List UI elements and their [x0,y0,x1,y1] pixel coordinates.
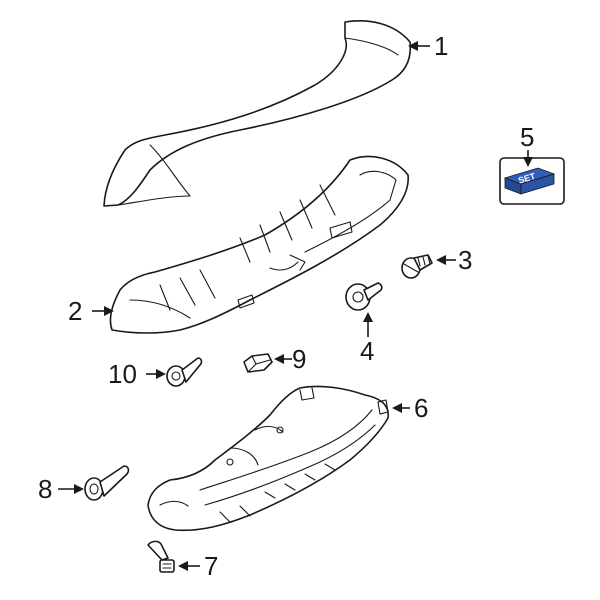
callout-1: 1 [408,31,448,61]
callout-7: 7 [178,551,218,581]
callout-2: 2 [68,296,114,326]
callout-9-number: 9 [292,344,306,374]
part-6-lamp-housing[interactable] [147,385,390,532]
callout-8-number: 8 [38,474,52,504]
callout-4-number: 4 [360,336,374,366]
callout-2-number: 2 [68,296,82,326]
callout-6-number: 6 [414,393,428,423]
callout-8: 8 [38,474,84,504]
part-1-spoiler-cover[interactable] [103,20,412,207]
part-10-bolt[interactable] [166,357,203,387]
callout-1-number: 1 [434,31,448,61]
callout-7-number: 7 [204,551,218,581]
part-2-spoiler-frame[interactable] [109,155,409,334]
callout-10: 10 [108,359,166,389]
part-4-bolt[interactable] [345,282,383,311]
part-8-stud-bolt[interactable] [84,465,130,501]
callout-10-number: 10 [108,359,137,389]
part-9-nut[interactable] [243,353,273,373]
callout-9: 9 [274,344,306,374]
callout-3-number: 3 [458,245,472,275]
callout-5: 5 [520,122,534,167]
part-7-clip[interactable] [147,540,175,573]
set-kit-box-front [520,173,555,195]
callout-4: 4 [360,312,374,366]
callout-6: 6 [392,393,428,423]
part-3-screw[interactable] [401,254,433,279]
callout-5-number: 5 [520,122,534,152]
part-5-set-kit[interactable]: SET [499,157,565,205]
callout-3: 3 [436,245,472,275]
